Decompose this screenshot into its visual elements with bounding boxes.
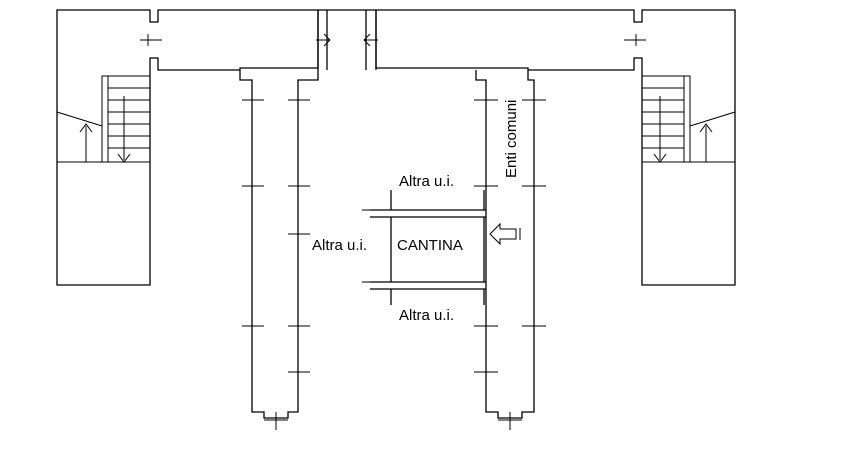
cantina-entry-arrow [489, 222, 521, 246]
label-altra-ui-left: Altra u.i. [312, 237, 368, 254]
label-altra-ui-top: Altra u.i. [399, 173, 455, 190]
cantina-room [362, 190, 486, 305]
left-staircase [56, 75, 151, 163]
tick-marks [140, 34, 646, 430]
label-cantina: CANTINA [397, 237, 463, 254]
label-altra-ui-bottom: Altra u.i. [399, 307, 455, 324]
label-enti-comuni: Enti comuni [503, 99, 520, 178]
left-stair-block [56, 9, 319, 286]
left-stair-arrows [79, 123, 131, 163]
right-stair-arrows [653, 123, 713, 163]
entrance-door-arrows [316, 33, 378, 47]
right-staircase [641, 75, 736, 163]
left-corridor [239, 70, 319, 419]
